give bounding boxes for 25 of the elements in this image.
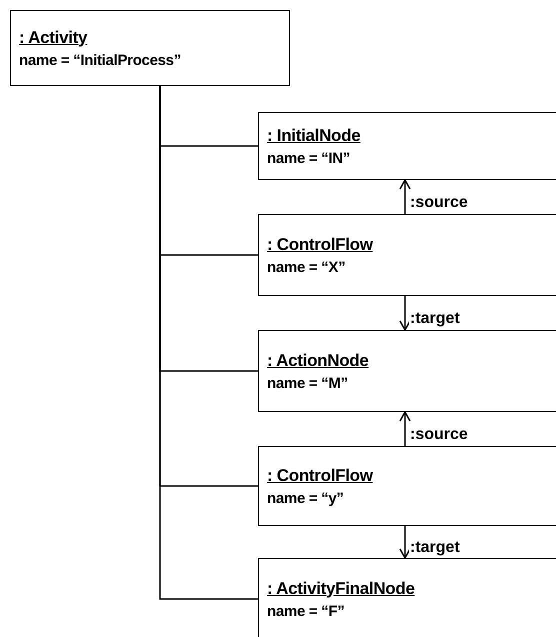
edge-label: :target xyxy=(409,540,461,556)
arrow xyxy=(399,411,411,446)
attribute-text: name = “F” xyxy=(267,602,346,620)
attribute-text: name = “y” xyxy=(267,490,345,506)
object-name: : ActivityFinalNode xyxy=(267,578,416,598)
object-name: : InitialNode xyxy=(267,126,362,146)
edge-label: :target xyxy=(409,311,461,327)
connector-line xyxy=(159,86,258,600)
attribute-text: name = “InitialProcess” xyxy=(19,52,182,68)
object-box xyxy=(10,10,290,86)
object-name: : Activity xyxy=(19,28,88,48)
object-name: : ControlFlow xyxy=(267,466,374,486)
object-name: : ActionNode xyxy=(267,350,370,370)
arrow xyxy=(399,179,411,214)
attribute-text: name = “M” xyxy=(267,374,349,392)
object-name: : ControlFlow xyxy=(267,234,374,254)
object-box xyxy=(258,112,556,180)
arrow xyxy=(399,296,411,331)
attribute-text: name = “IN” xyxy=(267,150,351,166)
object-box xyxy=(258,558,556,637)
arrow xyxy=(399,526,411,559)
object-box xyxy=(258,446,556,526)
object-box xyxy=(258,330,556,412)
attribute-text: name = “X” xyxy=(267,258,346,276)
object-box xyxy=(258,214,556,296)
